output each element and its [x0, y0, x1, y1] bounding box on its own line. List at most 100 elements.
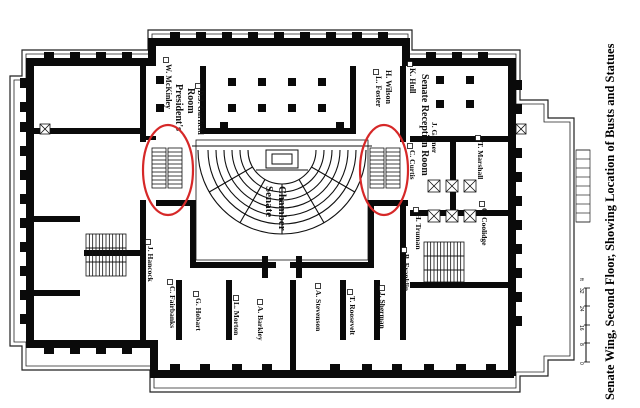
pier [20, 122, 34, 132]
presidents-room-label: President's [173, 84, 184, 131]
pier [20, 170, 34, 180]
bust-label-garfield: D.J. Garfield [196, 90, 205, 135]
bust-label-garner: J. Garner [430, 122, 439, 154]
scale-unit: ft [578, 278, 584, 281]
statue-box-x [39, 123, 51, 135]
pier [478, 52, 488, 66]
pier [20, 242, 34, 252]
bust-label-barkley: A. Barkley [256, 306, 265, 341]
bust-label-coolidge: C. Coolidge [480, 208, 489, 246]
column [258, 104, 266, 112]
pier [508, 244, 522, 254]
pier [170, 32, 180, 46]
pier [330, 364, 340, 378]
column [318, 78, 326, 86]
bust-label-truman: H. Truman [414, 214, 423, 250]
bust-label-morton: L. Morton [232, 302, 241, 336]
pier [486, 364, 496, 378]
pier [20, 102, 34, 112]
wall-piers [20, 32, 522, 378]
scale-tick-3: 24 [578, 306, 584, 312]
seating-aisle [298, 179, 325, 224]
pier [262, 364, 272, 378]
column [228, 78, 236, 86]
pier [170, 364, 180, 378]
column [436, 76, 444, 84]
column [466, 76, 474, 84]
statue-box-x [463, 209, 477, 223]
pier [456, 364, 466, 378]
column [318, 104, 326, 112]
bust-label-mckinley: W. McKinley [164, 64, 173, 109]
seating-aisle [239, 179, 266, 224]
chamber-floor [195, 139, 369, 261]
bust-label-hull: K. Hull [408, 68, 417, 94]
column [228, 104, 236, 112]
bust-label-franklin: B. Franklin [402, 254, 411, 292]
column [336, 122, 344, 130]
highlight-circles [141, 123, 410, 217]
pier [232, 364, 242, 378]
rostrum [256, 149, 308, 171]
bust-label-foster: L. Foster [374, 76, 383, 108]
pier [20, 194, 34, 204]
pier [222, 32, 232, 46]
pier [70, 340, 80, 354]
seating-row [247, 149, 317, 185]
pier [96, 340, 106, 354]
bust-marker [145, 239, 151, 245]
staircases [85, 147, 465, 283]
bust-marker [379, 285, 385, 291]
bust-marker [347, 289, 353, 295]
east-steps [575, 149, 591, 223]
pier [352, 32, 362, 46]
pier [44, 340, 54, 354]
bust-marker [195, 83, 201, 89]
column [436, 100, 444, 108]
bust-marker [401, 247, 407, 253]
pier [20, 290, 34, 300]
pier [508, 220, 522, 230]
statue-box-x [445, 209, 459, 223]
bust-label-hobart: G. Hobart [194, 298, 203, 331]
bust-labels: W. McKinley D.J. Garfield L. Foster H. W… [146, 64, 489, 341]
column [220, 122, 228, 130]
pier [248, 32, 258, 46]
pier [122, 52, 132, 66]
statue-box-x [463, 179, 477, 193]
statue-markers [39, 123, 527, 223]
bust-marker [233, 295, 239, 301]
pier [378, 32, 388, 46]
column [466, 100, 474, 108]
pier [508, 104, 522, 114]
statue-box-x [427, 179, 441, 193]
bust-marker [257, 299, 263, 305]
column [156, 76, 164, 84]
presidents-room-label-2: Room [185, 88, 196, 114]
bust-marker [413, 207, 419, 213]
pier [508, 268, 522, 278]
portico-steps-frame [575, 149, 591, 223]
pier [70, 52, 80, 66]
seating-aisle [208, 166, 253, 193]
room-labels: President's Room Senate Chamber Senate R… [173, 74, 430, 231]
bust-markers [145, 57, 485, 305]
bust-marker [407, 61, 413, 67]
pier [122, 340, 132, 354]
column [258, 78, 266, 86]
bust-label-marshall: T. Marshall [476, 142, 485, 179]
pier [200, 364, 210, 378]
pier [508, 148, 522, 158]
bust-label-fairbanks: C. Fairbanks [168, 286, 177, 328]
highlight-east-stair [358, 123, 410, 217]
pier [452, 52, 462, 66]
scale-tick-4: 32 [578, 288, 584, 294]
pier [392, 364, 402, 378]
senate-chamber-label: Senate [263, 186, 275, 217]
pier [20, 218, 34, 228]
pier [508, 196, 522, 206]
statue-box-x [515, 123, 527, 135]
interior-columns [156, 76, 474, 130]
